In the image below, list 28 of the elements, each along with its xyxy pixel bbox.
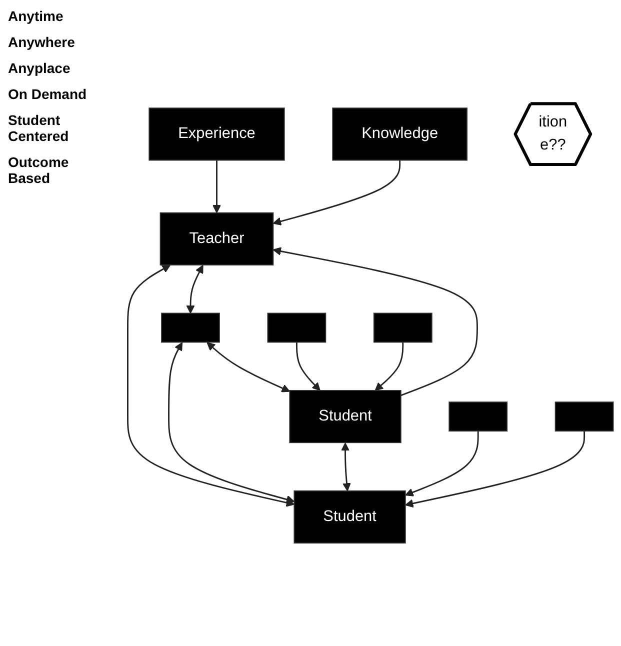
node-box: Student — [289, 390, 402, 443]
arrow — [206, 342, 290, 392]
node-box: Experience — [148, 107, 285, 160]
note-label: Anywhere — [8, 34, 76, 50]
arrow — [374, 342, 404, 390]
arrow — [405, 430, 586, 508]
arrow — [127, 264, 295, 506]
arrow — [168, 342, 295, 504]
node-box — [161, 312, 220, 342]
note-label: Outcome Based — [8, 154, 70, 186]
arrow — [405, 430, 479, 496]
note-label: Anyplace — [8, 60, 72, 76]
arrow — [272, 246, 478, 396]
node-box — [267, 312, 326, 342]
node-box — [373, 312, 432, 342]
node-box: Knowledge — [332, 107, 468, 160]
note-label: Anytime — [8, 8, 64, 24]
arrow — [212, 160, 221, 213]
arrow — [186, 264, 204, 314]
node-box — [448, 401, 508, 432]
node-box: Student — [294, 490, 406, 544]
note-label: On Demand — [8, 86, 88, 102]
node-box: Teacher — [160, 212, 274, 266]
arrow — [272, 160, 401, 226]
node-box — [554, 401, 614, 432]
note-label: Student Centered — [8, 112, 70, 144]
arrow — [296, 342, 320, 390]
arrow — [341, 442, 351, 491]
